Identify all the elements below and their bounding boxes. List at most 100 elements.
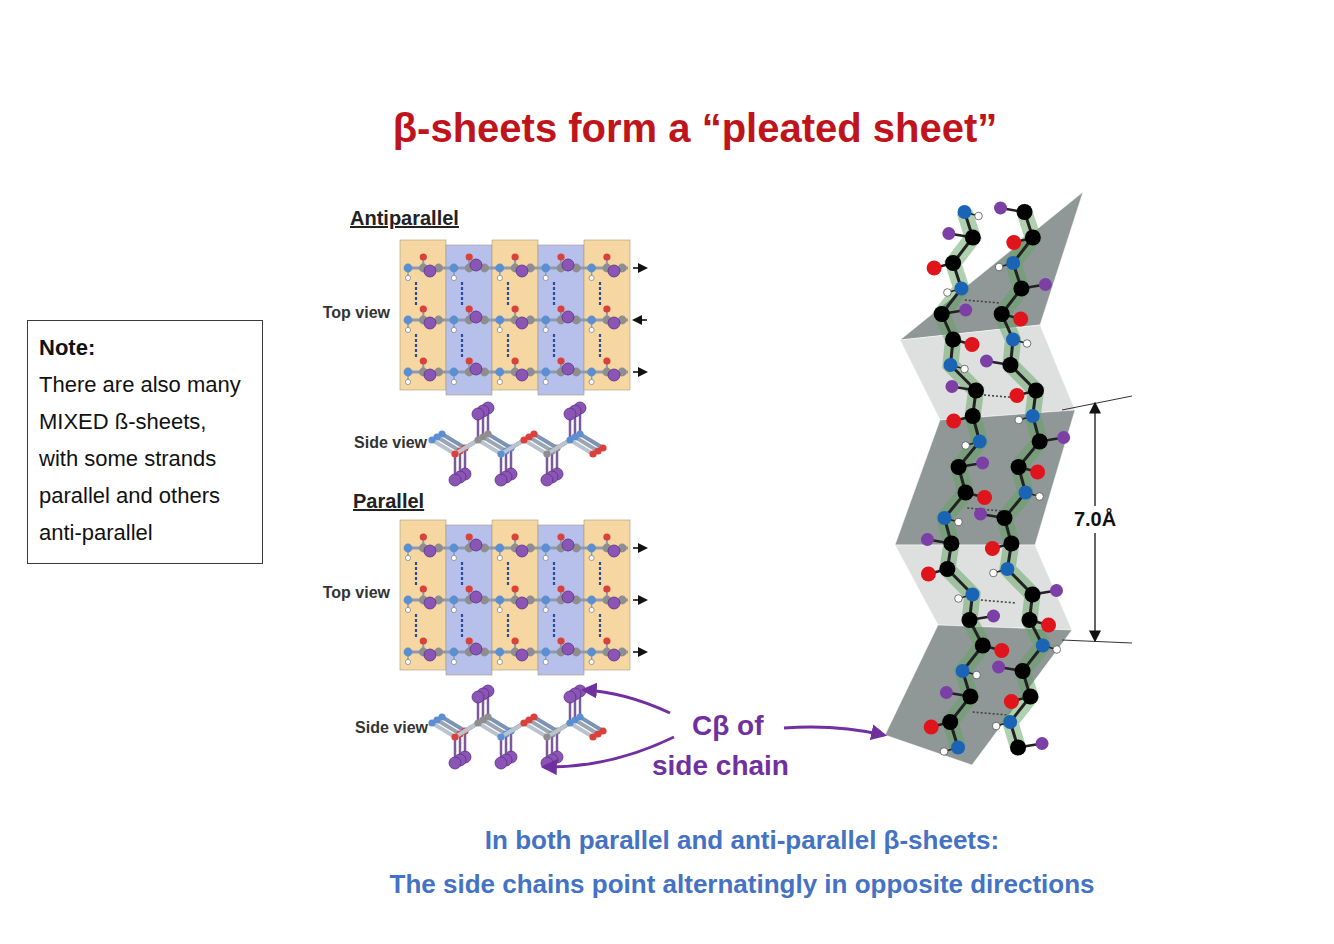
- backbone-atom: [450, 316, 459, 325]
- hydrogen-atom: [543, 327, 548, 332]
- cbeta-atom: [470, 643, 482, 655]
- sheet-plane: [885, 625, 1072, 765]
- hydrogen-bond: [507, 562, 509, 586]
- backbone-atom: [495, 544, 504, 553]
- dimension-line: [1094, 404, 1095, 520]
- oxygen-atom: [466, 637, 473, 644]
- oxygen-atom: [603, 253, 610, 260]
- carbon-atom: [1003, 536, 1019, 552]
- hydrogen-atom: [405, 607, 410, 612]
- nitrogen-atom: [1036, 639, 1050, 653]
- backbone-atom: [404, 316, 413, 325]
- hydrogen-atom: [962, 442, 970, 450]
- note-box: Note:There are also many MIXED ß-sheets,…: [27, 320, 263, 564]
- backbone-atom: [587, 264, 596, 273]
- pleated-sheet: [885, 192, 1083, 765]
- hydrogen-atom: [451, 379, 456, 384]
- backbone-atom: [404, 544, 413, 553]
- leader-arrow: [784, 727, 884, 735]
- cbeta-atom: [424, 317, 436, 329]
- oxygen-atom: [603, 585, 610, 592]
- peptide-plane-ribbon: [1002, 212, 1043, 748]
- cbeta-atom: [449, 757, 461, 769]
- cbeta-atom: [516, 369, 528, 381]
- nitrogen-atom: [937, 511, 951, 525]
- carbon-atom: [1032, 434, 1048, 450]
- pleat-band: [538, 245, 584, 395]
- backbone-atom: [566, 436, 573, 443]
- oxygen-atom: [1006, 235, 1021, 250]
- cbeta-atom: [470, 259, 482, 271]
- hydrogen-bond: [553, 562, 555, 586]
- cbeta-atom: [472, 691, 484, 703]
- hydrogen-bond: [965, 300, 1000, 303]
- cbeta-atom: [1039, 278, 1052, 291]
- strand-direction-arrow: [633, 651, 646, 653]
- oxygen-atom: [924, 720, 939, 735]
- cbeta-atom: [495, 474, 507, 486]
- wrap-spacer: [386, 818, 482, 858]
- backbone-atom: [589, 450, 596, 457]
- strand-direction-arrow: [633, 547, 646, 549]
- cbeta-atom: [562, 591, 574, 603]
- carbon-atom: [1013, 281, 1029, 297]
- cbeta-atom: [470, 539, 482, 551]
- oxygen-atom: [420, 357, 427, 364]
- cbeta-atom: [942, 227, 955, 240]
- nitrogen-atom: [1006, 256, 1020, 270]
- carbon-atom: [942, 714, 958, 730]
- backbone-atom: [541, 316, 550, 325]
- oxygen-atom: [977, 490, 992, 505]
- hydrogen-bond: [461, 562, 463, 586]
- hydrogen-atom: [451, 659, 456, 664]
- backbone-atom: [451, 733, 458, 740]
- backbone-atom: [587, 544, 596, 553]
- cbeta-atom: [1050, 584, 1063, 597]
- hydrogen-atom: [961, 365, 969, 373]
- wrap-spacer: [1003, 818, 1099, 858]
- carbon-atom: [965, 408, 981, 424]
- oxygen-atom: [557, 585, 564, 592]
- cbeta-atom: [608, 545, 620, 557]
- note-heading: Note:: [39, 329, 250, 366]
- backbone-atom: [404, 368, 413, 377]
- cbeta-atom: [608, 649, 620, 661]
- backbone-atom: [587, 596, 596, 605]
- carbon-atom: [1011, 459, 1027, 475]
- oxygen-atom: [1030, 465, 1045, 480]
- view-label: Top view: [323, 303, 390, 323]
- oxygen-atom: [511, 357, 518, 364]
- hydrogen-atom: [405, 275, 410, 280]
- pleat-band: [492, 520, 538, 670]
- hydrogen-atom: [451, 607, 456, 612]
- hydrogen-bond: [553, 334, 555, 358]
- hydrogen-atom: [405, 327, 410, 332]
- cbeta-atom: [562, 259, 574, 271]
- oxygen-atom: [511, 585, 518, 592]
- carbon-atom: [958, 485, 974, 501]
- top-view-sheet: [400, 520, 646, 675]
- sheet-plane: [900, 325, 1075, 420]
- cbeta-atom: [495, 757, 507, 769]
- carbon-atom: [1024, 587, 1040, 603]
- backbone-atom: [497, 733, 504, 740]
- oxygen-atom: [557, 533, 564, 540]
- strand-direction-arrow: [633, 599, 646, 601]
- backbone-atom: [495, 264, 504, 273]
- hydrogen-bond: [415, 614, 417, 638]
- pleat-band: [538, 525, 584, 675]
- hydrogen-bond: [461, 282, 463, 306]
- hydrogen-atom: [543, 275, 548, 280]
- cbeta-atom: [564, 691, 576, 703]
- hydrogen-bond: [415, 282, 417, 306]
- hydrogen-atom: [1036, 493, 1044, 501]
- backbone-atom: [541, 596, 550, 605]
- oxygen-atom: [420, 533, 427, 540]
- oxygen-atom: [603, 305, 610, 312]
- cbeta-atom: [974, 508, 987, 521]
- cbeta-atom: [424, 597, 436, 609]
- nitrogen-atom: [1006, 333, 1020, 347]
- hydrogen-bond: [415, 334, 417, 358]
- hydrogen-bond: [507, 614, 509, 638]
